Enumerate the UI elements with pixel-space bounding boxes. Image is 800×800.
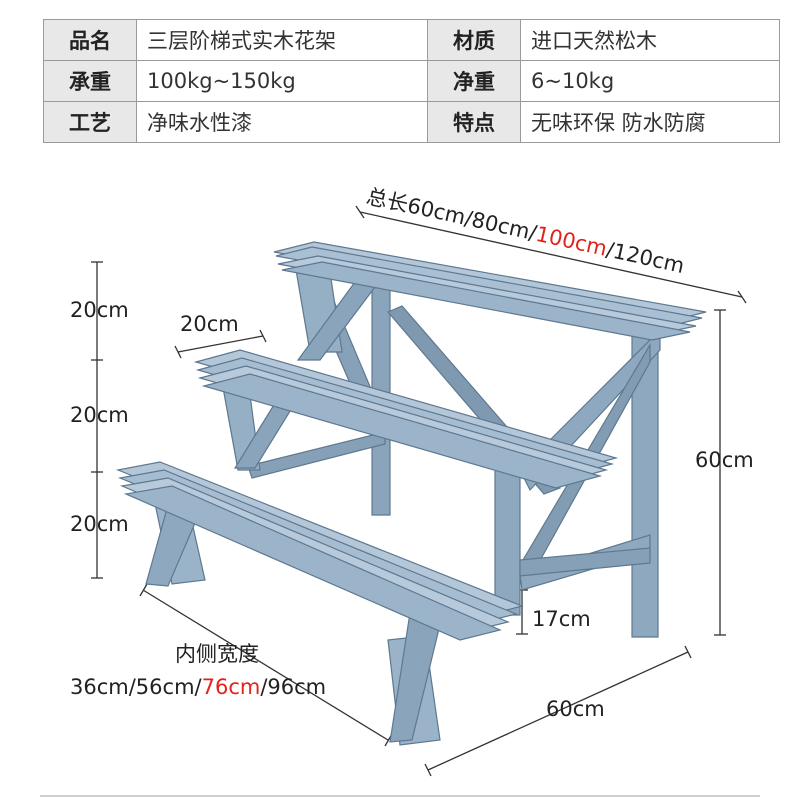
spec-key: 材质 [427, 19, 521, 61]
tier-height-bottom: 20cm [70, 512, 129, 536]
inner-width-title: 内侧宽度 [175, 642, 259, 666]
depth-label: 60cm [546, 697, 605, 721]
tier-height-middle: 20cm [70, 403, 129, 427]
spec-value: 净味水性漆 [136, 101, 428, 143]
shelf-tiers [115, 241, 707, 641]
inner-width-highlight: 76cm [201, 675, 261, 699]
spec-key: 工艺 [43, 101, 137, 143]
spec-row: 工艺 净味水性漆 特点 无味环保 防水防腐 [43, 101, 780, 143]
tier-height-top: 20cm [70, 298, 129, 322]
bottom-gap-label: 17cm [532, 607, 591, 631]
inner-width-values-label: 36cm/56cm/76cm/96cm [70, 675, 326, 699]
bottom-divider [40, 795, 760, 797]
total-height-label: 60cm [695, 448, 754, 472]
dimension-lines [91, 205, 747, 777]
spec-table: 品名 三层阶梯式实木花架 材质 进口天然松木 承重 100kg~150kg 净重… [43, 19, 780, 143]
step-depth-label: 20cm [180, 312, 239, 336]
spec-value: 100kg~150kg [136, 60, 428, 102]
spec-value: 无味环保 防水防腐 [520, 101, 780, 143]
spec-row: 承重 100kg~150kg 净重 6~10kg [43, 60, 780, 102]
spec-key: 特点 [427, 101, 521, 143]
spec-key: 净重 [427, 60, 521, 102]
inner-width-values-end: /96cm [260, 675, 327, 699]
inner-width-values: 36cm/56cm/ [70, 675, 202, 699]
spec-key: 品名 [43, 19, 137, 61]
